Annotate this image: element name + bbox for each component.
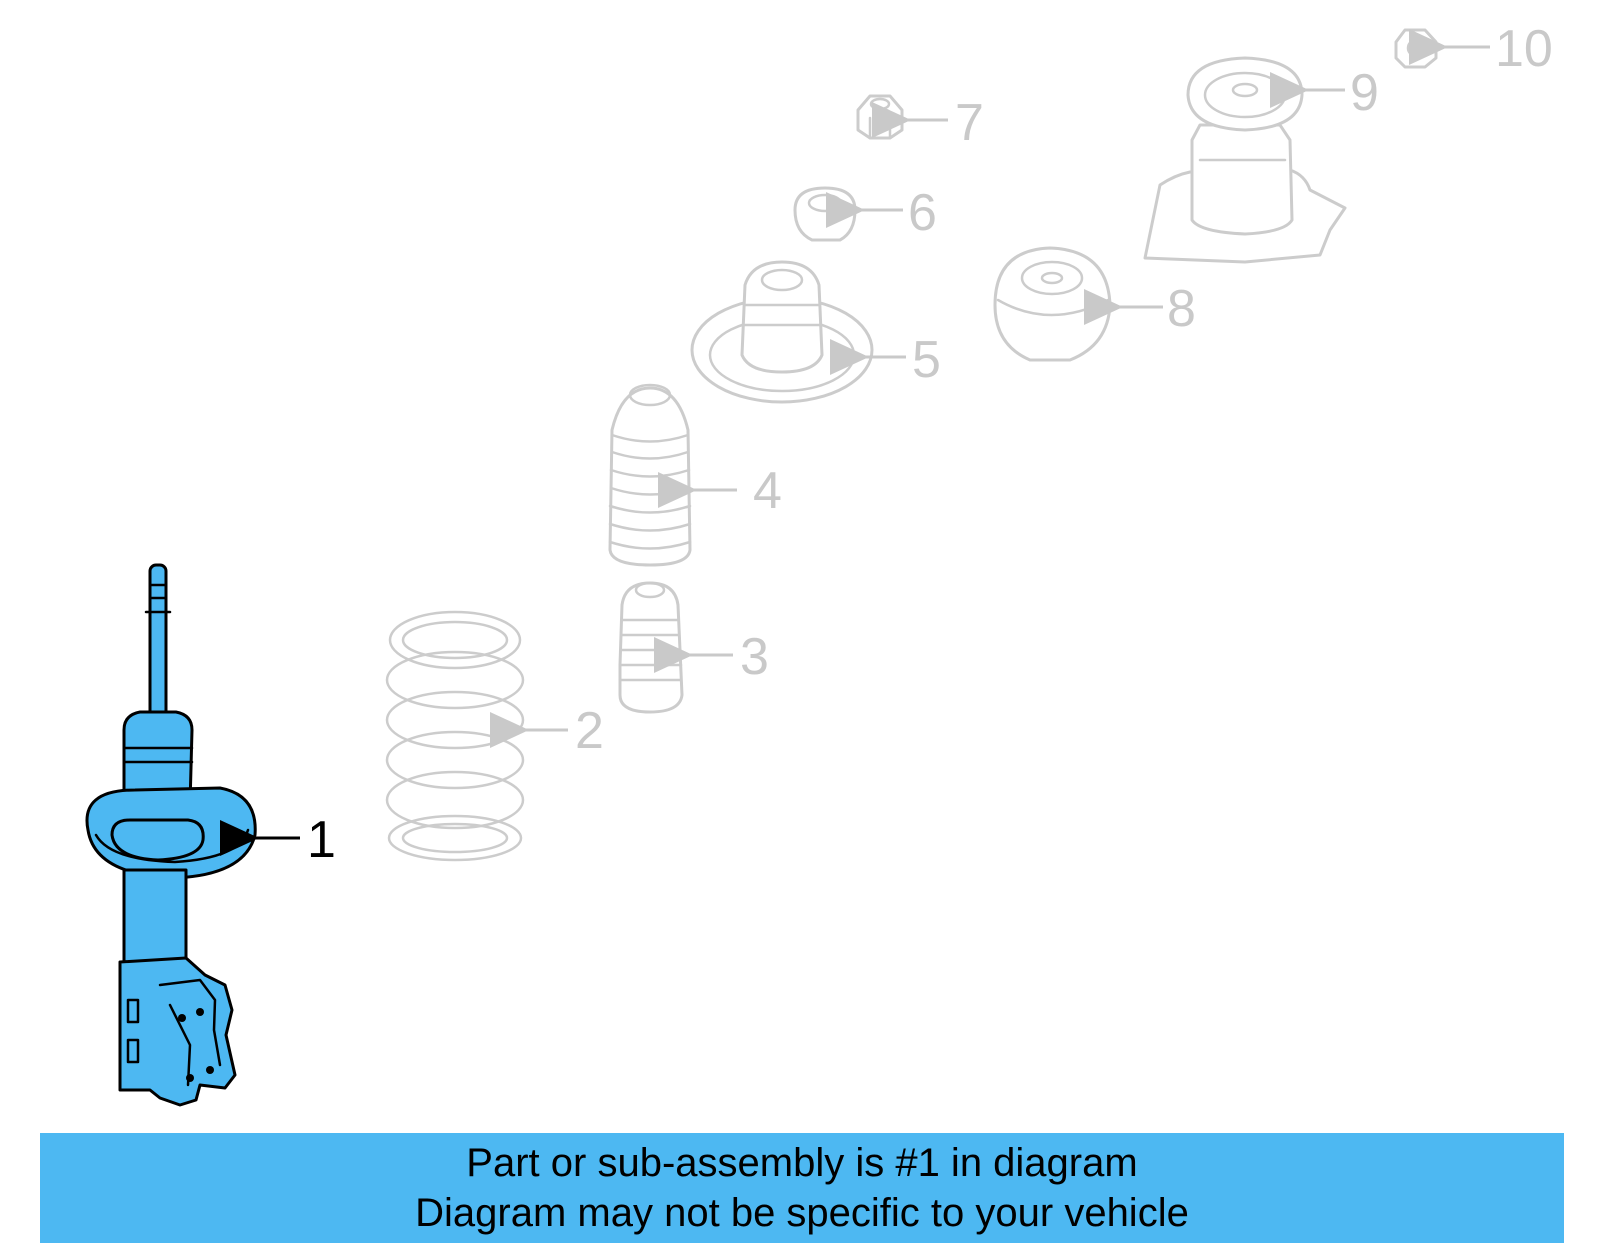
part-5-upper-spring-seat[interactable] xyxy=(690,260,874,404)
banner-line-1: Part or sub-assembly is #1 in diagram xyxy=(466,1141,1138,1185)
part-10-nut[interactable] xyxy=(1394,28,1438,69)
part-3-bump-stop[interactable] xyxy=(618,581,684,714)
callout-9-label[interactable]: 9 xyxy=(1350,64,1379,122)
callout-6-label[interactable]: 6 xyxy=(908,184,937,242)
info-banner: Part or sub-assembly is #1 in diagram Di… xyxy=(40,1133,1564,1243)
part-2-coil-spring[interactable] xyxy=(385,610,525,862)
part-6-bushing[interactable] xyxy=(793,186,857,242)
part-7-nut[interactable] xyxy=(856,94,904,140)
callout-5-label[interactable]: 5 xyxy=(912,331,941,389)
part-4-dust-boot[interactable] xyxy=(608,383,692,567)
callout-4-label[interactable]: 4 xyxy=(753,462,782,520)
callout-1-label[interactable]: 1 xyxy=(307,811,336,869)
callout-3-label[interactable]: 3 xyxy=(740,628,769,686)
part-1-strut-assembly[interactable] xyxy=(85,563,257,1107)
callout-10-label[interactable]: 10 xyxy=(1495,20,1553,78)
banner-line-2: Diagram may not be specific to your vehi… xyxy=(415,1191,1189,1235)
callout-7-label[interactable]: 7 xyxy=(955,94,984,152)
callout-8-label[interactable]: 8 xyxy=(1167,280,1196,338)
part-8-strut-mount[interactable] xyxy=(993,246,1112,362)
callout-2-label[interactable]: 2 xyxy=(575,702,604,760)
